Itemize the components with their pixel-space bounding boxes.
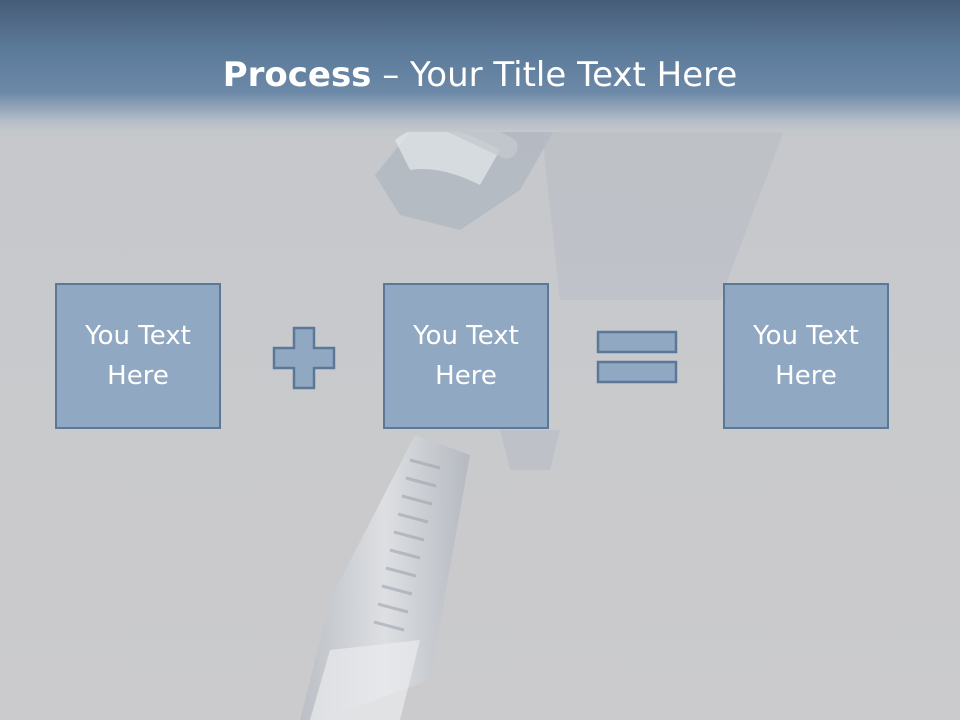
process-box-2-text: You Text Here [413,321,519,391]
process-box-2[interactable]: You Text Here [383,283,549,429]
title-band [0,0,960,132]
plus-icon [272,326,336,390]
title-bold-word: Process [222,55,372,95]
equals-icon [596,330,678,384]
process-box-3-text: You Text Here [753,321,859,391]
process-box-1-text: You Text Here [85,321,191,391]
title-rest: – Your Title Text Here [371,55,738,95]
process-box-3[interactable]: You Text Here [723,283,889,429]
process-box-1[interactable]: You Text Here [55,283,221,429]
slide-title: Process – Your Title Text Here [0,52,960,98]
